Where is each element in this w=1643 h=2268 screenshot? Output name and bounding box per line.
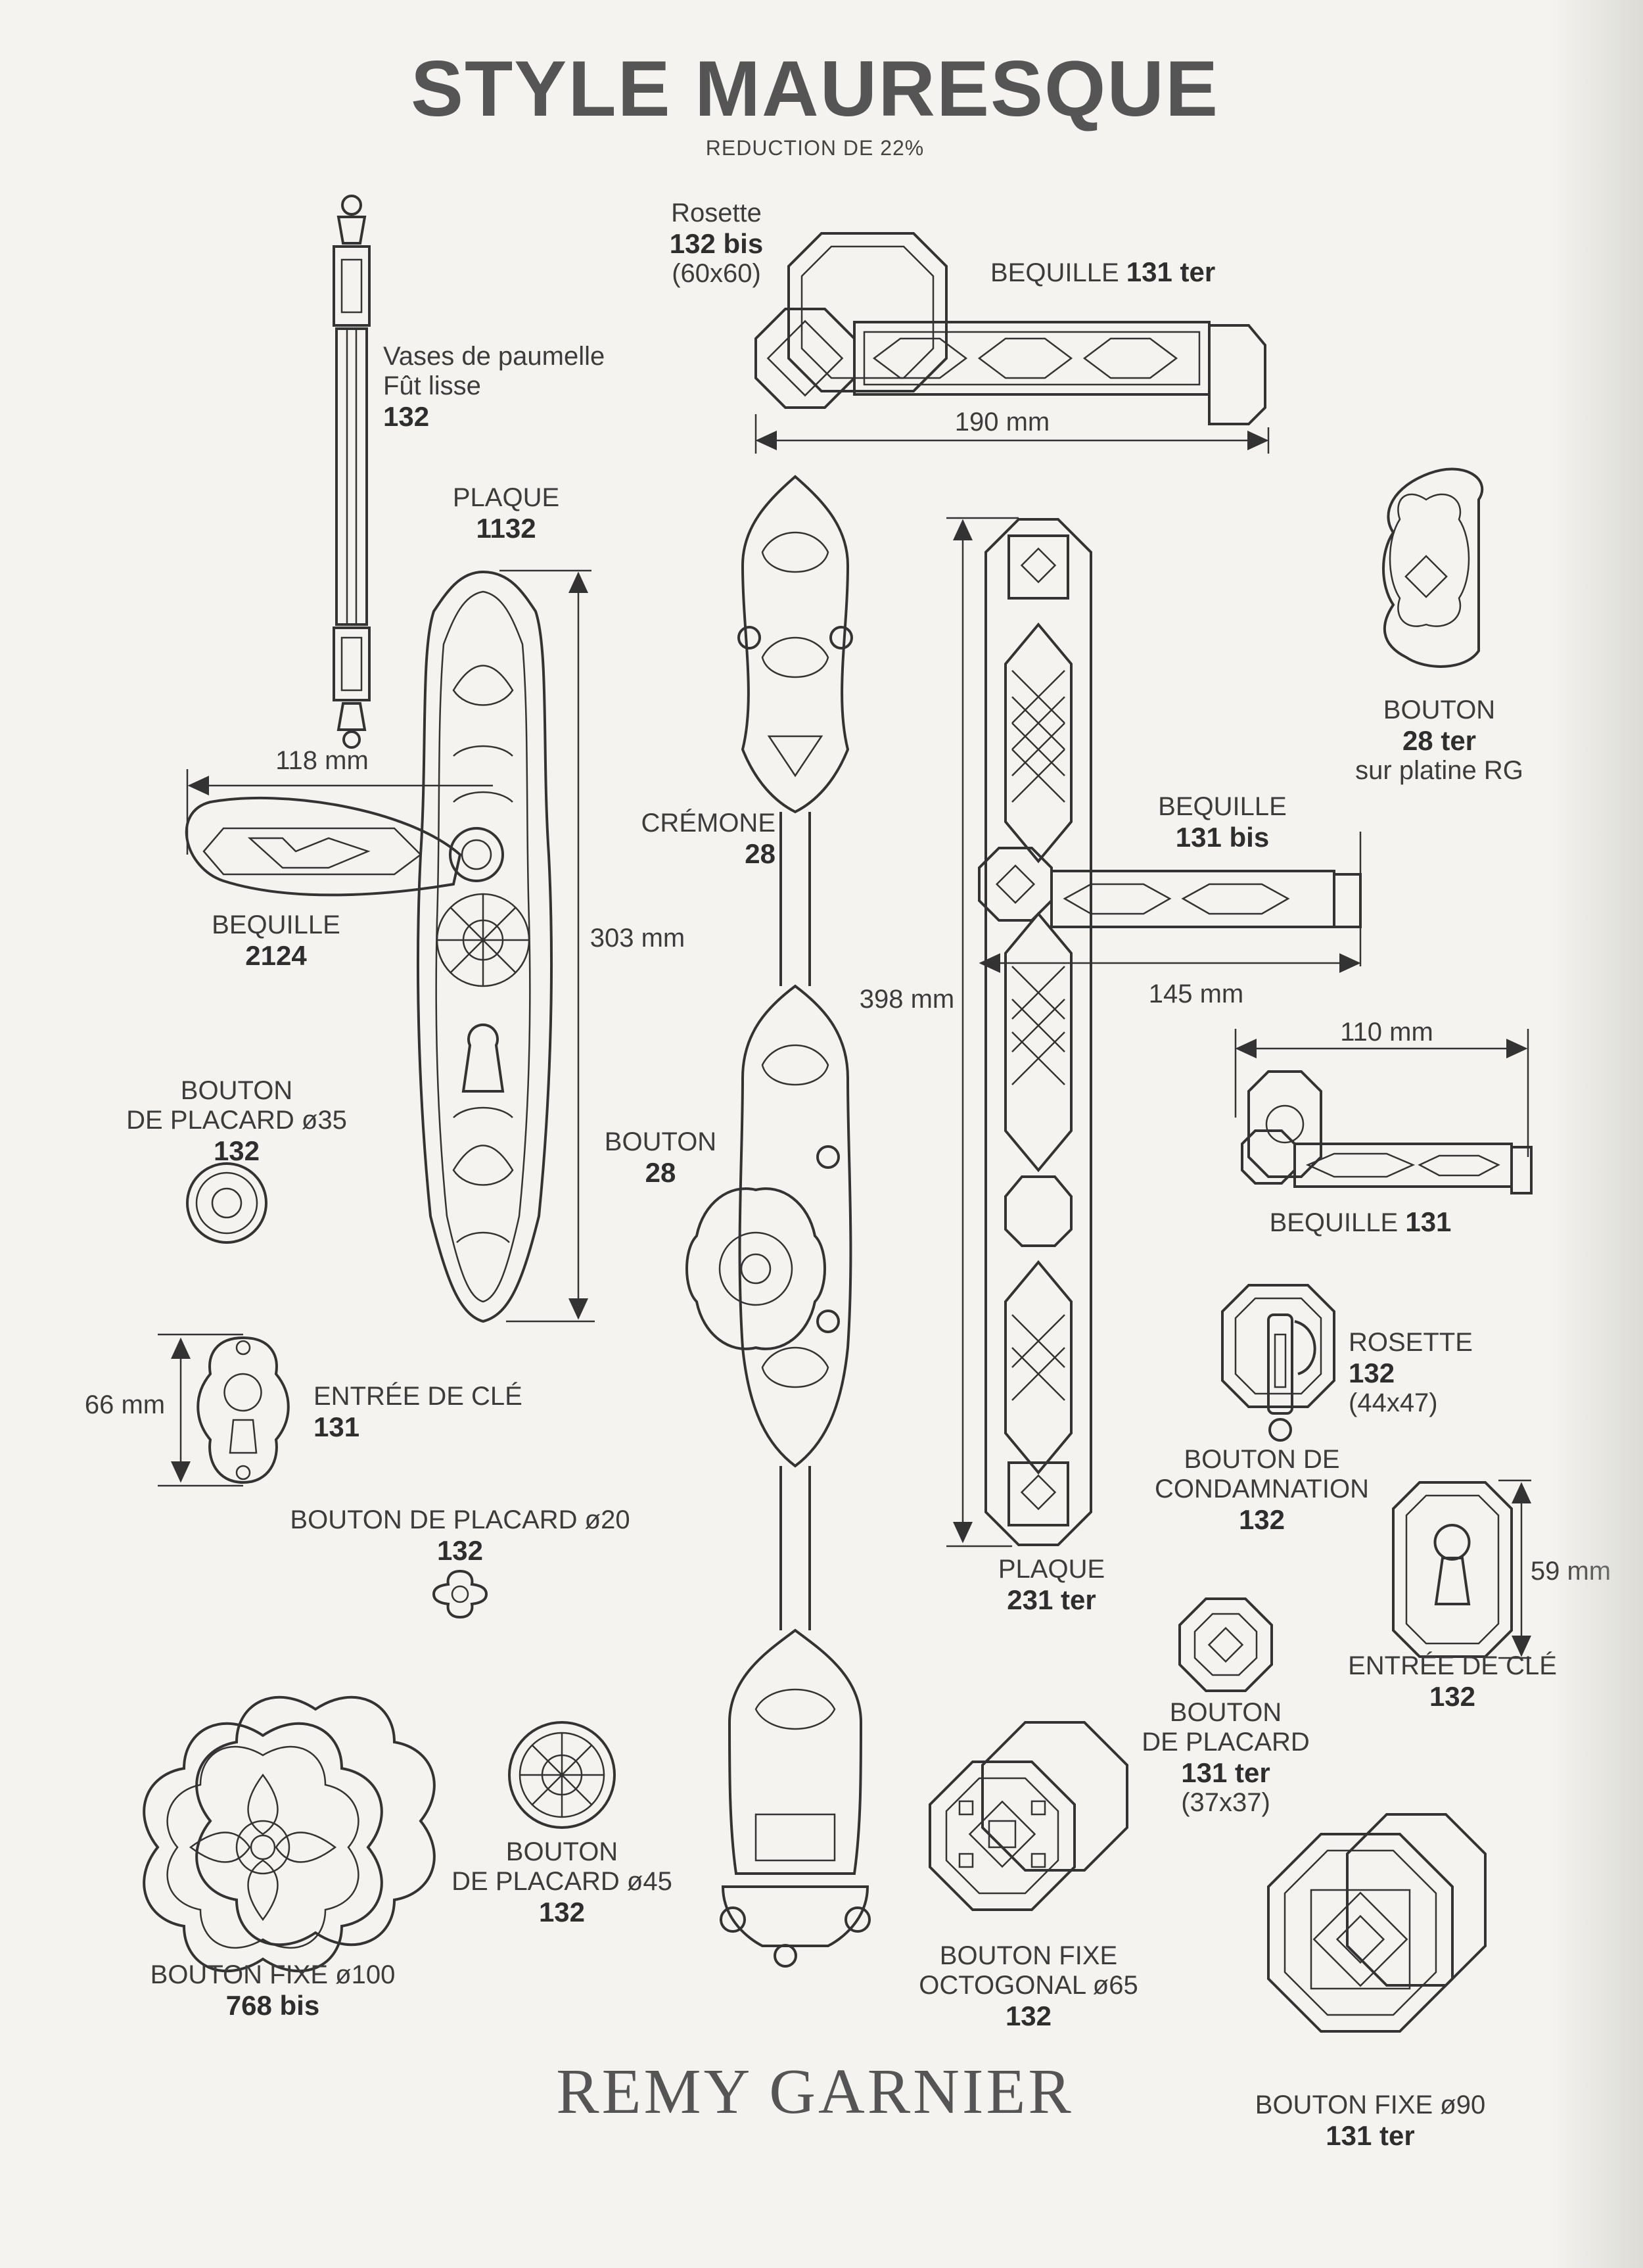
label-bouton-fixe-octogonal: BOUTON FIXE OCTOGONAL ø65 132: [919, 1941, 1138, 2031]
dim-303: 303 mm: [590, 924, 685, 953]
label-bouton-condamnation: BOUTON DE CONDAMNATION 132: [1155, 1445, 1369, 1535]
label-entree-cle-132: ENTRÉE DE CLÉ 132: [1348, 1651, 1557, 1712]
page-title: STYLE MAURESQUE: [410, 45, 1220, 133]
label-bouton-placard-45: BOUTON DE PLACARD ø45 132: [451, 1837, 672, 1927]
bequille-131-drawing: [1241, 1070, 1533, 1194]
bouton-28ter-drawing: [1382, 467, 1484, 668]
label-bouton-fixe-90: BOUTON FIXE ø90 131 ter: [1255, 2091, 1486, 2151]
entree-cle-132-drawing: [1392, 1481, 1513, 1658]
dim-145: 145 mm: [1148, 980, 1244, 1008]
label-bouton-placard-20: BOUTON DE PLACARD ø20 132: [290, 1505, 630, 1566]
bequille-2124-drawing: [185, 796, 504, 897]
label-bequille-131: BEQUILLE 131: [1269, 1206, 1452, 1237]
page-subtitle: REDUCTION DE 22%: [705, 136, 925, 160]
label-rosette-132bis: Rosette 132 bis (60x60): [669, 199, 764, 288]
dim-398: 398 mm: [859, 985, 955, 1014]
label-bouton-28: BOUTON 28: [604, 1127, 717, 1188]
bouton-placard-20-drawing: [432, 1569, 488, 1619]
label-rosette-132: ROSETTE 132 (44x47): [1349, 1328, 1473, 1417]
label-bequille-131ter: BEQUILLE 131 ter: [990, 256, 1216, 287]
label-bequille-131bis: BEQUILLE 131 bis: [1158, 792, 1287, 853]
bequille-131ter-drawing: [754, 232, 1266, 425]
bouton-placard-45-drawing: [508, 1721, 616, 1829]
dim-110: 110 mm: [1340, 1018, 1433, 1047]
plaque-1132-drawing: [416, 570, 553, 1323]
cremone-28-drawing: [685, 475, 871, 1968]
label-cremone-28: CRÉMONE 28: [641, 809, 775, 869]
vases-de-paumelle-drawing: [333, 195, 371, 749]
label-vases: Vases de paumelle Fût lisse 132: [383, 342, 605, 432]
label-bouton-fixe-100: BOUTON FIXE ø100 768 bis: [150, 1960, 396, 2021]
label-plaque-1132: PLAQUE 1132: [452, 483, 560, 544]
label-bouton-placard-35: BOUTON DE PLACARD ø35 132: [126, 1076, 347, 1166]
label-entree-cle-131: ENTRÉE DE CLÉ 131: [313, 1382, 522, 1442]
bouton-fixe-100-drawing: [143, 1695, 436, 1973]
bouton-fixe-octogonal-drawing: [929, 1721, 1128, 1911]
dim-118: 118 mm: [275, 746, 369, 775]
bouton-placard-131ter-drawing: [1178, 1597, 1273, 1692]
bouton-fixe-90-drawing: [1267, 1813, 1487, 2033]
entree-cle-131-drawing: [197, 1336, 290, 1484]
dim-66: 66 mm: [84, 1390, 166, 1419]
label-bouton-28ter: BOUTON 28 ter sur platine RG: [1355, 696, 1523, 785]
label-plaque-231ter: PLAQUE 231 ter: [998, 1555, 1105, 1615]
dim-190: 190 mm: [954, 408, 1050, 437]
rosette-132-drawing: [1221, 1284, 1335, 1442]
label-bouton-placard-131ter: BOUTON DE PLACARD 131 ter (37x37): [1142, 1698, 1310, 1817]
bouton-placard-35-drawing: [186, 1162, 267, 1244]
page-edge-shadow: [1551, 0, 1643, 2268]
label-bequille-2124: BEQUILLE 2124: [212, 910, 340, 971]
brand-name: REMY GARNIER: [556, 2056, 1074, 2127]
